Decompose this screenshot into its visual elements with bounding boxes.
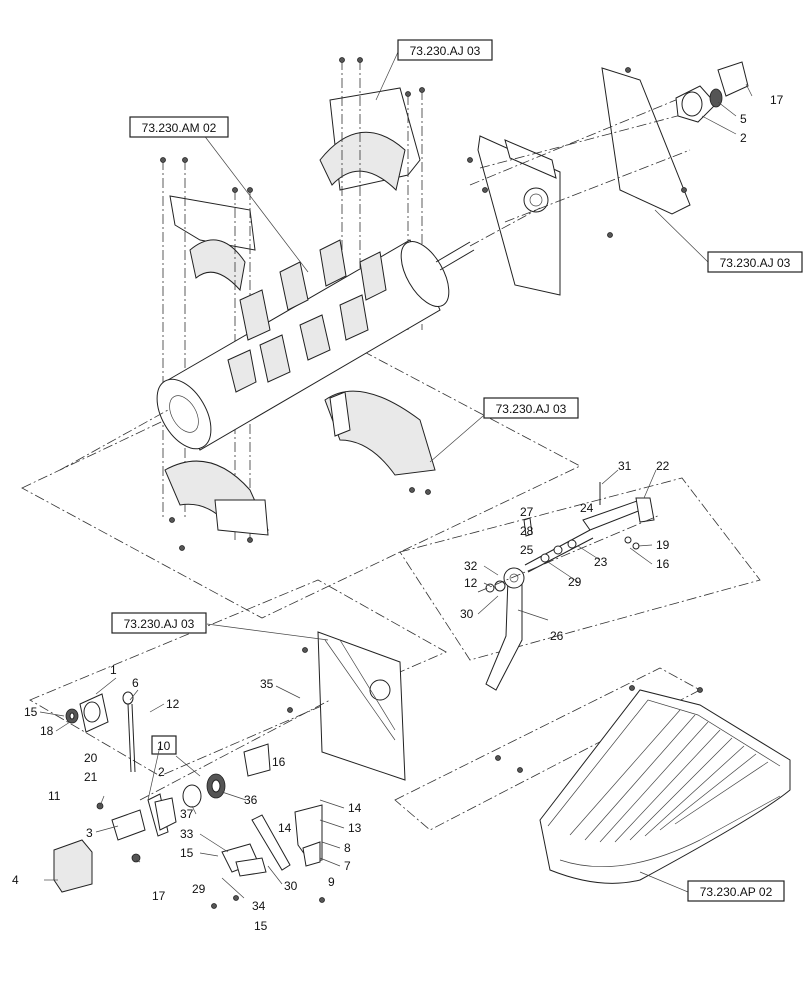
- callout-12: 12: [464, 576, 478, 590]
- upper-left-plate: [162, 160, 256, 540]
- callout-29: 29: [568, 575, 582, 589]
- ref-box-aj03-top[interactable]: 73.230.AJ 03: [397, 39, 493, 61]
- callout-29: 29: [192, 882, 206, 896]
- svg-text:73.230.AJ 03: 73.230.AJ 03: [496, 402, 567, 416]
- callout-36: 36: [244, 793, 258, 807]
- drive-parts: [53, 691, 323, 893]
- ref-box-aj03-lower[interactable]: 73.230.AJ 03: [111, 612, 207, 634]
- lower-left-plate: [164, 460, 269, 536]
- concave-group-outline: [394, 667, 701, 831]
- callout-35: 35: [260, 677, 274, 691]
- lower-mid-plate: [324, 390, 436, 476]
- rotor-group-outline: [21, 337, 581, 619]
- callout-34: 34: [252, 899, 266, 913]
- callout-27: 27: [520, 505, 534, 519]
- callout-25: 25: [520, 543, 534, 557]
- right-side-plate: [469, 67, 701, 296]
- callout-12: 12: [166, 697, 180, 711]
- callout-32: 32: [464, 559, 478, 573]
- callout-15: 15: [180, 846, 194, 860]
- concave-assembly: [539, 689, 791, 884]
- callout-23: 23: [594, 555, 608, 569]
- callout-17: 17: [770, 93, 784, 107]
- callout-5: 5: [740, 112, 747, 126]
- bearing-flange-top-right: [675, 61, 749, 123]
- lever-assembly: [477, 482, 661, 691]
- callout-17: 17: [152, 889, 166, 903]
- drive-side-plate: [139, 631, 406, 801]
- callout-31: 31: [618, 459, 632, 473]
- callout-26: 26: [550, 629, 564, 643]
- hardware-bolts: [160, 57, 703, 909]
- svg-text:73.230.AJ 03: 73.230.AJ 03: [720, 256, 791, 270]
- callout-22: 22: [656, 459, 670, 473]
- svg-text:73.230.AJ 03: 73.230.AJ 03: [124, 617, 195, 631]
- callout-14: 14: [278, 821, 292, 835]
- callout-7: 7: [344, 859, 351, 873]
- callout-19: 19: [656, 538, 670, 552]
- svg-text:73.230.AP 02: 73.230.AP 02: [700, 885, 773, 899]
- callout-33: 33: [180, 827, 194, 841]
- callout-21: 21: [84, 770, 98, 784]
- callout-8: 8: [344, 841, 351, 855]
- callout-labels: 17 5 2 31 22 24 27 28 25 23 19 16 32 12 …: [12, 93, 784, 933]
- callout-13: 13: [348, 821, 362, 835]
- ref-box-aj03-right[interactable]: 73.230.AJ 03: [707, 251, 803, 273]
- ref-box-aj03-mid[interactable]: 73.230.AJ 03: [483, 397, 579, 419]
- callout-3: 3: [86, 826, 93, 840]
- callout-4: 4: [12, 873, 19, 887]
- ref-box-ap02[interactable]: 73.230.AP 02: [687, 880, 785, 902]
- svg-text:73.230.AJ 03: 73.230.AJ 03: [410, 44, 481, 58]
- rotor-drum: [59, 207, 541, 471]
- callout-10-box: [151, 735, 177, 755]
- ref-box-am02[interactable]: 73.230.AM 02: [129, 116, 229, 138]
- callout-24: 24: [580, 501, 594, 515]
- callout-10: 10: [157, 739, 171, 753]
- callout-2: 2: [158, 765, 165, 779]
- callout-30: 30: [460, 607, 474, 621]
- callout-16: 16: [272, 755, 286, 769]
- callout-11: 11: [48, 789, 61, 803]
- callout-9: 9: [328, 875, 335, 889]
- callout-1: 1: [110, 663, 117, 677]
- lever-group-outline: [399, 477, 761, 661]
- callout-30: 30: [284, 879, 298, 893]
- callout-16: 16: [656, 557, 670, 571]
- callout-28: 28: [520, 524, 534, 538]
- rotor-paddles: [227, 239, 387, 393]
- callout-ticks: [39, 544, 653, 885]
- callout-2: 2: [740, 131, 747, 145]
- svg-text:73.230.AM 02: 73.230.AM 02: [142, 121, 217, 135]
- callout-15: 15: [24, 705, 38, 719]
- callout-6: 6: [132, 676, 139, 690]
- leader-lines: [44, 51, 753, 899]
- drive-group-outline: [29, 579, 447, 777]
- upper-mid-plate: [319, 60, 423, 330]
- callout-20: 20: [84, 751, 98, 765]
- callout-14: 14: [348, 801, 362, 815]
- callout-18: 18: [40, 724, 54, 738]
- callout-15: 15: [254, 919, 268, 933]
- callout-37: 37: [180, 807, 194, 821]
